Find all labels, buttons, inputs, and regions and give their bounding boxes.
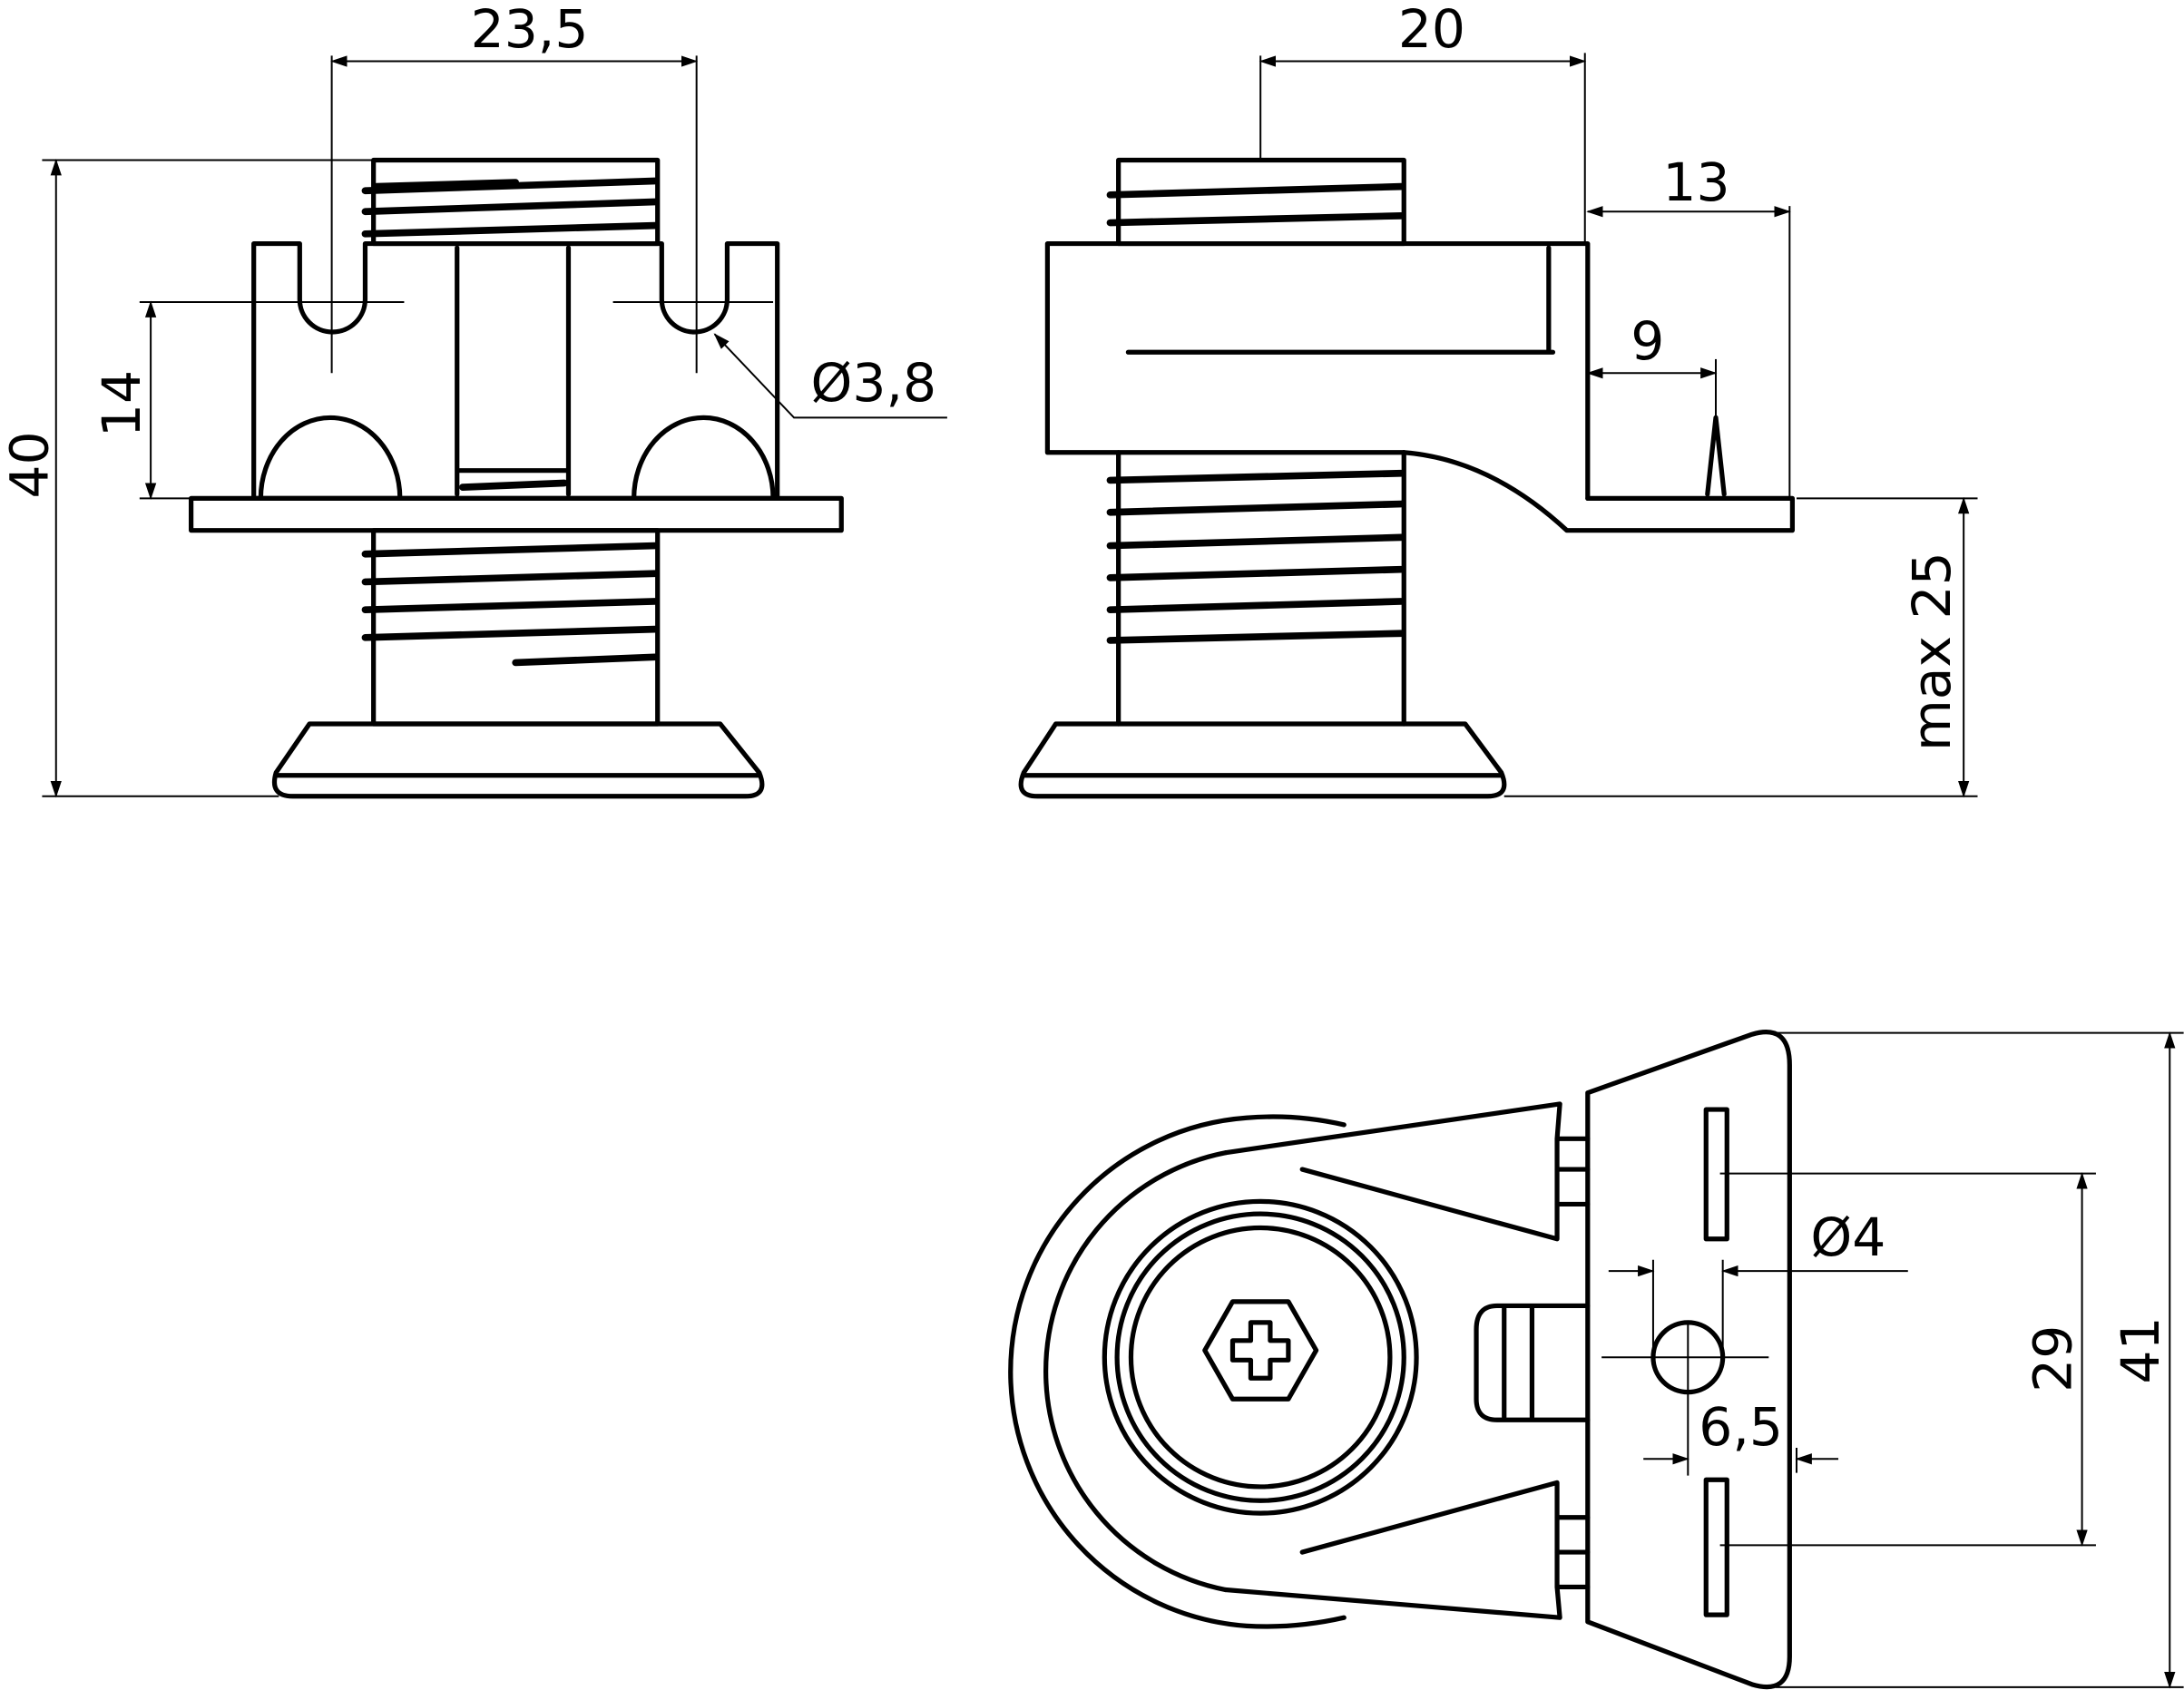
dimension-max: max 25: [1901, 552, 1963, 751]
dimension-depth: 20: [1398, 0, 1465, 60]
dimension-hole-diameter-top: Ø4: [1810, 1206, 1885, 1268]
screw-head-icon: [1202, 1299, 1319, 1402]
dimension-slot-height: 14: [91, 370, 152, 437]
dimension-pin: 9: [1631, 310, 1664, 372]
dimension-slot-spacing: 29: [2022, 1325, 2083, 1392]
dimension-hole-diameter: Ø3,8: [811, 352, 937, 414]
dimension-hole-offset: 6,5: [1699, 1396, 1783, 1458]
side-view: [1018, 157, 1796, 799]
top-view: [1008, 1030, 1792, 1690]
dimension-flange: 13: [1662, 151, 1729, 213]
dimension-overall: 41: [2110, 1316, 2171, 1383]
front-view: [189, 157, 844, 799]
top-view-dimensions: Ø4 6,5 29 41: [1601, 1031, 2184, 1689]
side-view-dimensions: 20 13 9 max 25: [1258, 0, 1978, 798]
dimension-height: 40: [0, 431, 61, 498]
front-view-dimensions: 23,5 40 14 Ø3,8: [0, 0, 947, 798]
dimension-width: 23,5: [471, 0, 589, 60]
